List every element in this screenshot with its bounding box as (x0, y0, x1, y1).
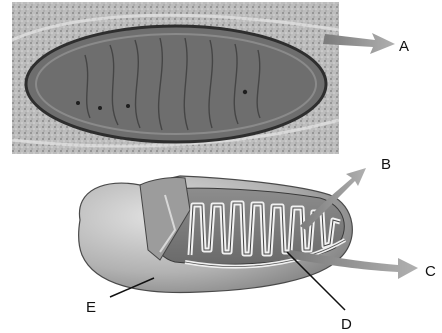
micrograph-mitochondrion (26, 26, 326, 142)
label-a: A (399, 38, 409, 55)
electron-micrograph (12, 2, 339, 154)
label-c: C (425, 263, 436, 280)
label-b: B (381, 156, 391, 173)
label-d: D (341, 316, 352, 333)
mitochondrion-3d-model (79, 176, 353, 293)
label-e: E (86, 299, 96, 316)
